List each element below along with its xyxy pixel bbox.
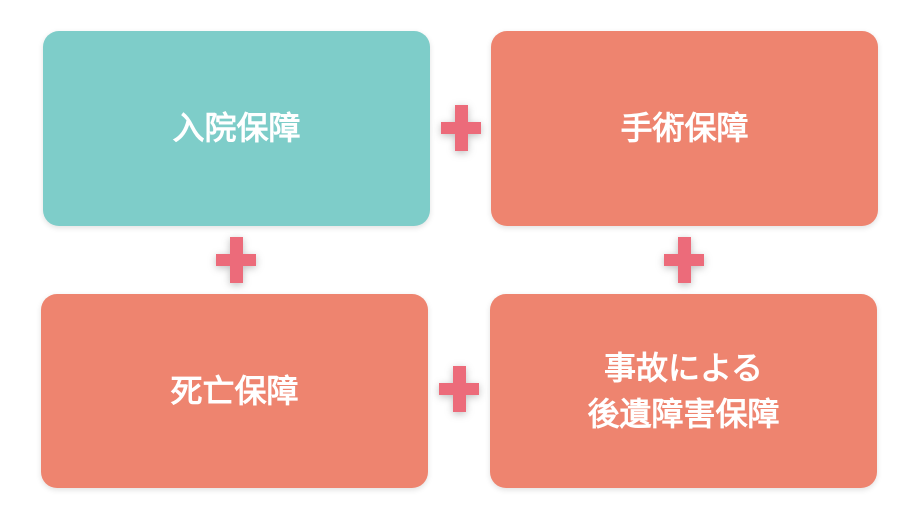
plus-icon <box>216 237 256 283</box>
plus-icon <box>439 366 479 412</box>
box-accident-disability: 事故による 後遺障害保障 <box>490 294 877 488</box>
plus-icon <box>664 237 704 283</box>
box-death: 死亡保障 <box>41 294 428 488</box>
plus-icon <box>441 105 481 151</box>
box-hospitalization: 入院保障 <box>43 31 430 226</box>
box-surgery: 手術保障 <box>491 31 878 226</box>
